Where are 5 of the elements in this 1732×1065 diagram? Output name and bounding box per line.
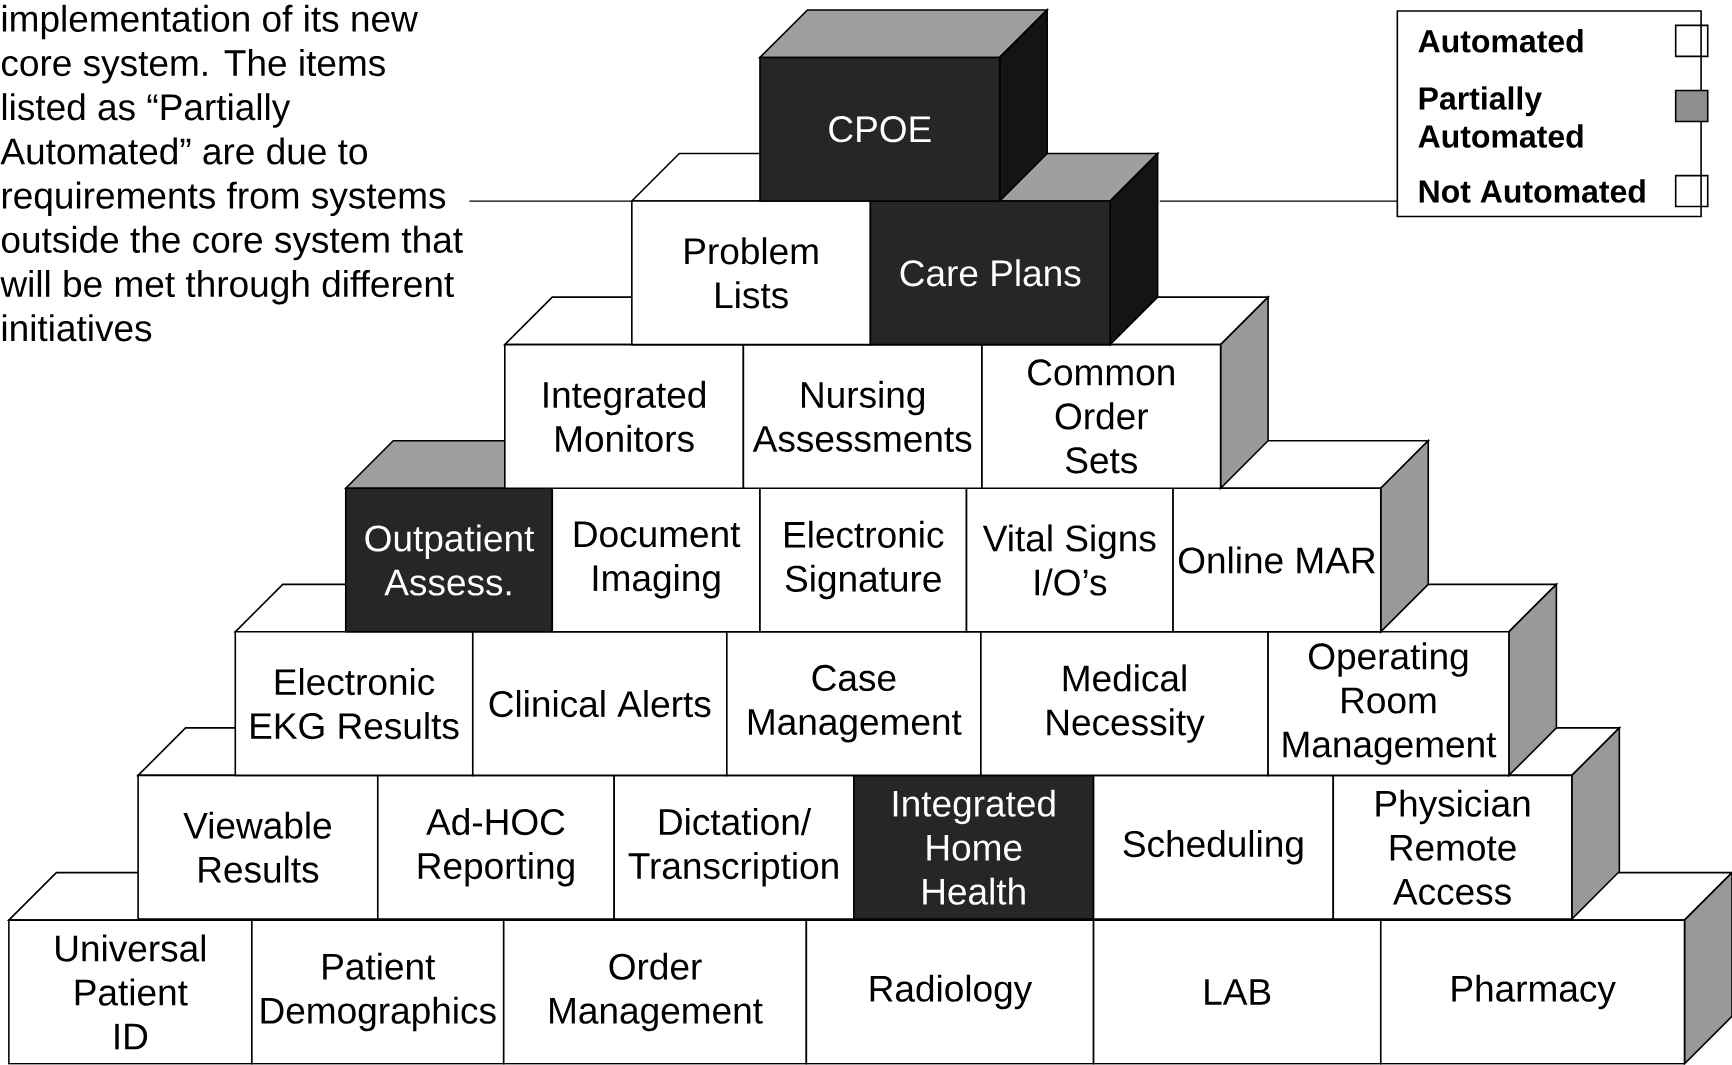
legend-label: Automated <box>1418 29 1583 53</box>
note-text: implementation of its new core system. The items listed as “Partially Automated” are due to requirements from systems outside the core system that will be met through different initiatives <box>0 4 463 342</box>
legend-label: Partially Automated <box>1418 86 1583 148</box>
legend-label: Not Automated <box>1419 179 1645 203</box>
node-label: Pharmacy <box>1452 974 1616 1010</box>
